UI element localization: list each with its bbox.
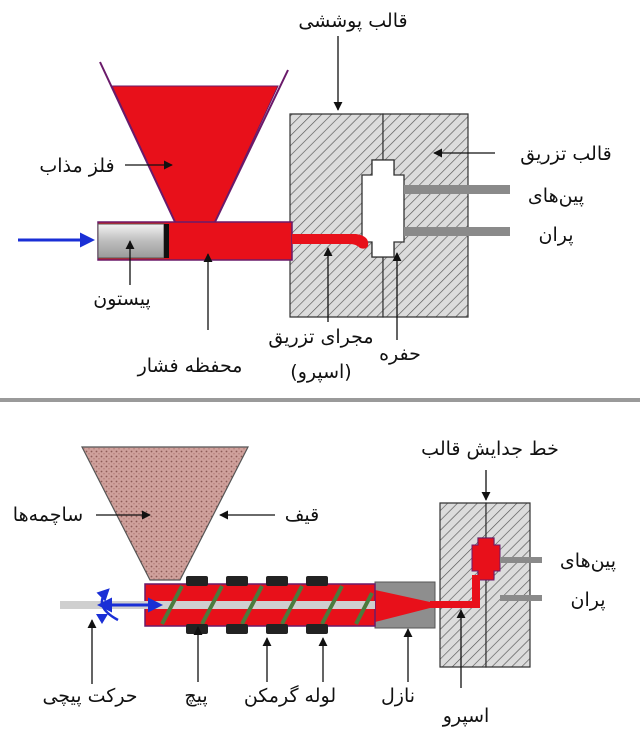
label-molten-metal: فلز مذاب — [39, 155, 114, 177]
mold-cavity — [361, 159, 405, 258]
label-injection-channel: مجرای تزریق — [268, 326, 373, 348]
label-pressure-chamber: محفظه فشار — [137, 355, 243, 377]
label-nozzle: نازل — [381, 685, 415, 707]
label-sprue: اسپرو — [442, 705, 490, 727]
ejector-pin — [500, 557, 542, 563]
label-screw: پیچ — [184, 685, 207, 707]
label-granules: ساچمه‌ها — [13, 504, 83, 526]
screw-flights — [160, 585, 374, 625]
label-ejector-pins-2: پران — [538, 224, 573, 246]
label-heating-tube: لوله گرمکن — [244, 684, 336, 707]
label-parting-line: خط جدایش قالب — [421, 438, 559, 460]
label-ejector-pins: پین‌های — [560, 550, 616, 572]
label-ejector-pins: پین‌های — [528, 185, 584, 207]
sprue-channel — [292, 234, 369, 249]
hopper — [81, 446, 249, 581]
section-divider — [0, 398, 640, 402]
label-ejector-pins-2: پران — [570, 589, 605, 611]
label-piston: پیستون — [93, 288, 150, 310]
sprue — [430, 601, 474, 608]
top-die-casting-diagram: قالب پوششی فلز مذاب قالب تزریق پین‌های پ… — [18, 10, 612, 383]
ejector-pin — [500, 595, 542, 601]
label-hopper: قیف — [285, 504, 319, 526]
molded-part — [471, 537, 501, 581]
label-injection-channel-sprue: (اسپرو) — [290, 361, 351, 383]
piston — [97, 223, 165, 259]
label-cavity: حفره — [379, 343, 421, 365]
label-screw-motion: حرکت پیچی — [42, 685, 137, 707]
hopper-molten-metal — [111, 85, 279, 223]
bottom-injection-molding-diagram: خط جدایش قالب ساچمه‌ها قیف پین‌های پران … — [13, 438, 616, 727]
mold-right-half — [485, 502, 531, 668]
ejector-pin — [404, 185, 510, 194]
label-injection-mold: قالب تزریق — [520, 143, 611, 165]
label-cover-mold: قالب پوششی — [298, 10, 407, 32]
ejector-pin — [404, 227, 510, 236]
